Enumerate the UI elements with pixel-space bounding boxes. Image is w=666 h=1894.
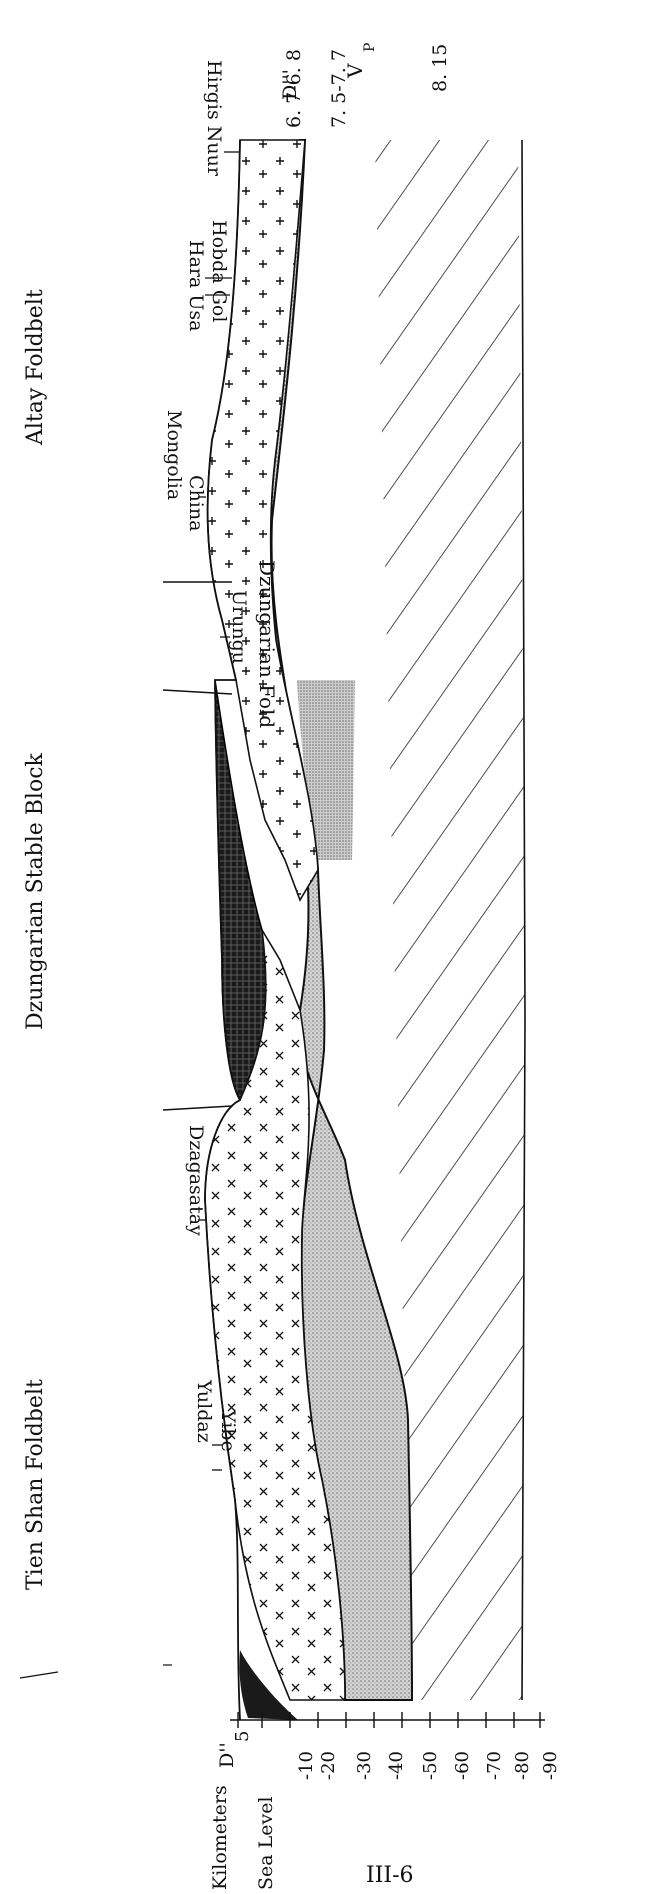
depth-tick-label: -80 [512,1751,533,1780]
velocity-mantle: 8. 15 [429,44,451,92]
locality-label-dzagasatay: Dzagasatay [185,1125,207,1236]
depth-tick-label: -60 [452,1751,473,1780]
velocity-header-subscript: P [362,43,378,52]
depth-tick-label: -20 [318,1751,339,1780]
locality-label-yuldaz: Yuldaz [193,1379,215,1443]
locality-label-yibe: Yibe [217,1409,239,1452]
province-label-tien-shan: Tien Shan Foldbelt [23,1379,48,1590]
locality-label-china: China [185,475,207,531]
depth-axis-top-label: 5 [232,1731,253,1742]
depth-tick-label: -30 [354,1751,375,1780]
depth-tick-label: -90 [540,1751,561,1780]
province-label-dzungarian-stable: Dzungarian Stable Block [23,752,48,1030]
boundary-dzungarian-fold-left [163,690,232,694]
locality-label-hirgis-nuur: Hirgis Nuur [203,60,225,177]
sea-level-label: Sea Level [255,1796,277,1890]
province-label-altay: Altay Foldbelt [23,289,48,446]
boundary-tien-shan-dzungarian [163,1106,232,1110]
depth-axis-title: Kilometers [209,1785,231,1890]
depth-tick-label: -40 [386,1751,407,1780]
locality-label-mongolia: Mongolia [163,410,185,500]
depth-tick-label: -10 [296,1751,317,1780]
province-label-dzungarian-fold: Dzungarian Fold [255,560,279,728]
page-number: III-6 [366,1863,414,1888]
velocity-upper-crust: 6. 7-6. 8 [283,49,305,128]
locality-label-hara-usa: Hara Usa [185,240,207,331]
depth-tick-label: -70 [484,1751,505,1780]
locality-label-urungu: Urungu [228,590,250,664]
profile-left-end-label: D'' [216,1742,238,1768]
velocity-lower-crust: 7. 5-7. 7 [328,49,350,128]
boundary-tien-shan-left [20,1672,58,1678]
depth-tick-label: -50 [420,1751,441,1780]
locality-label-hobda-gol: Hobda Gol [208,220,230,322]
